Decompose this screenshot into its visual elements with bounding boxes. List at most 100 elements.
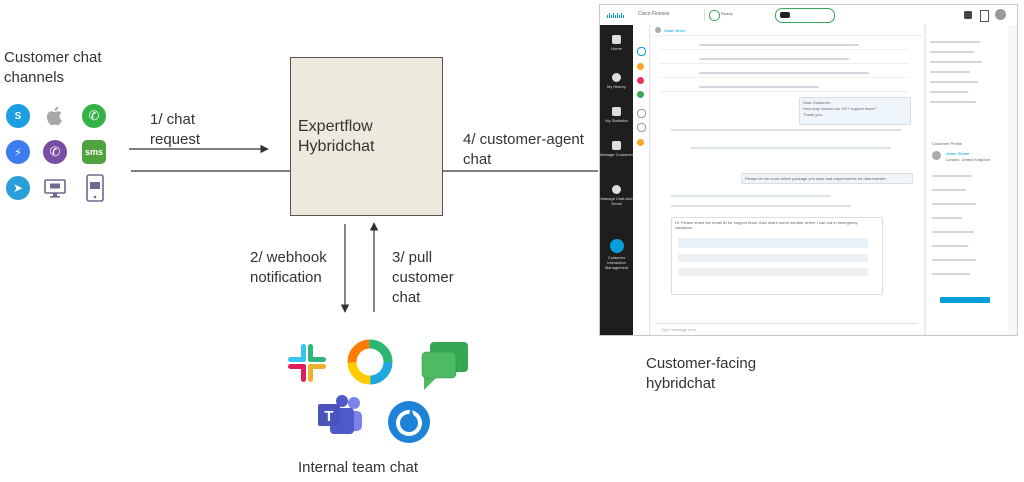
home-icon (612, 35, 621, 44)
top-right-icons (964, 9, 1014, 22)
avatar (655, 27, 661, 33)
stats-icon (612, 107, 621, 116)
messenger-icon: ⚡ (6, 140, 30, 164)
message-text: Dear Customer, (803, 100, 832, 105)
avatar[interactable] (995, 9, 1006, 20)
channels-title-line1: Customer chat (4, 49, 102, 66)
message-text: Hi. Please share the email ID for suppor… (675, 220, 858, 230)
teams-icon: T (316, 394, 366, 438)
label-chat-request-line1: 1/ chat (150, 111, 196, 128)
agent-name: Adam Bixler (664, 28, 686, 33)
headset-icon (780, 12, 790, 18)
svg-text:T: T (324, 408, 333, 425)
profile-list (930, 37, 1004, 117)
hybridchat-box (290, 57, 443, 216)
profile-sub: London, United Kingdom (946, 157, 991, 162)
profile-title: Customer Profile (932, 141, 962, 146)
whatsapp-icon: ✆ (82, 104, 106, 128)
viber-icon: ✆ (43, 140, 67, 164)
team-chat-caption: Internal team chat (298, 459, 419, 476)
app-title: Cisco Finesse (638, 11, 670, 17)
trash-icon (980, 10, 989, 22)
message-line (671, 205, 851, 207)
sidebar-item-customer[interactable]: Manage Customer (600, 141, 633, 157)
label-webhook: 2/ webhook notification (250, 248, 327, 288)
save-profile-button[interactable] (940, 297, 990, 303)
sms-icon: sms (82, 140, 106, 164)
queue-dot (637, 109, 646, 118)
message-text: How may contact our 24/7 support team? (803, 106, 877, 111)
label-pull-chat-line1: 3/ pull (392, 249, 433, 266)
ready-label: Ready (721, 11, 733, 16)
message-bubble: Dear Customer, How may contact our 24/7 … (799, 97, 911, 125)
hybridchat-label: Expertflow Hybridchat (298, 117, 374, 157)
sidebar-item-statistics[interactable]: My Statistics (600, 107, 633, 123)
finesse-top-bar: cisco Cisco Finesse Ready (600, 5, 1017, 30)
queue-dot (637, 123, 646, 132)
queue-dot (637, 139, 644, 146)
finesse-caption-line1: Customer-facing (646, 355, 757, 372)
finesse-screenshot: cisco Cisco Finesse Ready Home My Histor… (599, 4, 1018, 336)
gear-icon (612, 185, 621, 194)
mattermost-icon (385, 398, 433, 446)
activity-row (659, 83, 909, 92)
sidebar-item-history[interactable]: My History (600, 73, 633, 89)
ready-status[interactable]: Ready (704, 9, 763, 21)
profile-panel: Customer Profile Adam Starter London, Un… (925, 25, 1008, 335)
message-line (691, 147, 891, 149)
compose-placeholder: Type message here (661, 327, 697, 332)
finesse-caption: Customer-facing hybridchat (646, 354, 756, 394)
queue-dot (637, 63, 644, 70)
queue-dot (637, 91, 644, 98)
message-bubble: Please let me know which package you wan… (741, 173, 913, 184)
label-customer-agent-line1: 4/ customer-agent (463, 131, 584, 148)
message-bubble: Hi. Please share the email ID for suppor… (671, 217, 883, 295)
sidebar-item-statistics-label: My Statistics (605, 118, 628, 123)
activity-row (659, 41, 909, 50)
slack-icon (284, 340, 330, 386)
google-chat-icon (416, 336, 474, 394)
channel-icons-grid: S ✆ ⚡ ✆ sms ➤ (6, 104, 110, 204)
voice-control[interactable] (775, 8, 835, 23)
sidebar-item-cim[interactable]: Customer Interaction Management (600, 239, 633, 270)
message-text: Thank you. (803, 112, 823, 117)
label-pull-chat-line2: customer (392, 269, 454, 286)
web-chat-icon (43, 176, 67, 200)
activity-row (659, 55, 909, 64)
sidebar-item-home[interactable]: Home (600, 35, 633, 51)
sidebar-item-customer-label: Manage Customer (600, 152, 633, 157)
queue-dot (637, 47, 646, 56)
customer-icon (612, 141, 621, 150)
cim-icon (609, 239, 624, 253)
skype-icon: S (6, 104, 30, 128)
label-pull-chat: 3/ pull customer chat (392, 248, 454, 308)
hybridchat-label-line2: Hybridchat (298, 138, 375, 155)
profile-name: Adam Starter (946, 151, 970, 156)
label-chat-request-line2: request (150, 131, 201, 148)
profile-avatar (932, 151, 941, 160)
channels-title-line2: channels (4, 69, 65, 86)
label-webhook-line1: 2/ webhook (250, 249, 327, 266)
hybridchat-label-line1: Expertflow (298, 118, 373, 135)
phone-icon (709, 10, 720, 21)
channels-title: Customer chat channels (4, 48, 134, 88)
queue-dot (637, 77, 644, 84)
sidebar-item-chat-email[interactable]: Manage Chat And Email (600, 185, 633, 206)
message-line (671, 195, 831, 197)
sidebar-item-cim-label: Customer Interaction Management (604, 255, 629, 270)
compose-box[interactable]: Type message here (655, 323, 917, 334)
label-chat-request: 1/ chat request (150, 110, 200, 150)
sidebar-item-home-label: Home (611, 46, 622, 51)
queue-column (633, 25, 650, 335)
sidebar-item-history-label: My History (607, 84, 626, 89)
history-icon (612, 73, 621, 82)
mobile-chat-icon (85, 174, 105, 202)
label-pull-chat-line3: chat (392, 289, 421, 306)
sidebar-item-chat-email-label: Manage Chat And Email (600, 196, 633, 206)
message-line (671, 129, 901, 131)
label-customer-agent-line2: chat (463, 151, 492, 168)
label-webhook-line2: notification (250, 269, 322, 286)
activity-row (659, 69, 909, 78)
finesse-caption-line2: hybridchat (646, 375, 716, 392)
finesse-sidebar: Home My History My Statistics Manage Cus… (600, 25, 633, 335)
